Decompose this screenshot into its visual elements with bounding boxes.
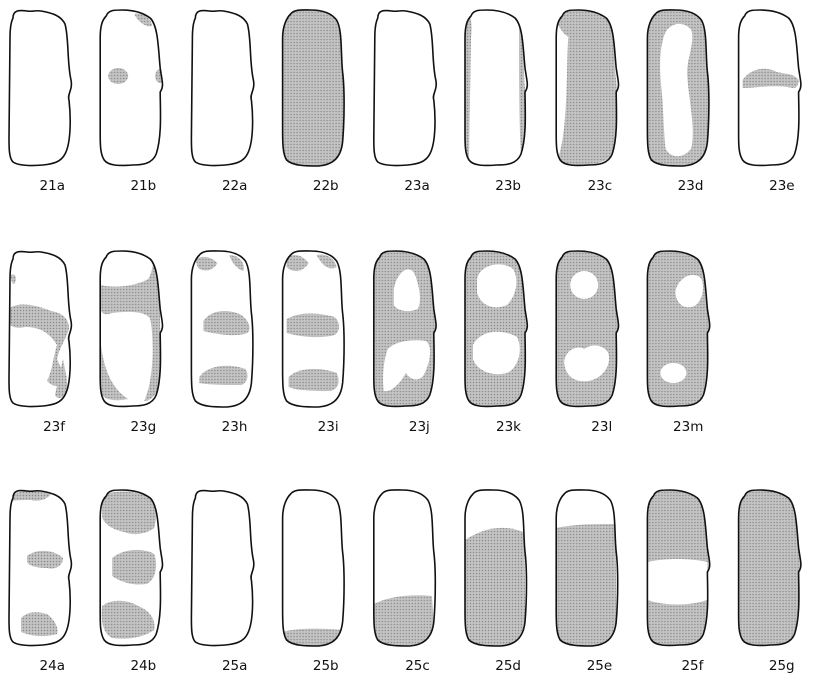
flake-23i: 23i xyxy=(283,251,345,435)
flake-label: 25e xyxy=(587,658,612,674)
flake-label: 25b xyxy=(313,658,339,674)
flake-25d: 25d xyxy=(465,490,527,674)
flake-shading xyxy=(279,6,349,170)
flake-body xyxy=(465,10,527,165)
flake-23e: 23e xyxy=(739,10,801,194)
flake-shading xyxy=(374,595,433,646)
flake-group: 21a 21b 22a 22b 23a 23b 23c 23d 23e 23f 23g 23h 23i 2… xyxy=(9,6,805,674)
flake-23j: 23j xyxy=(370,247,440,435)
flake-23f: 23f xyxy=(9,252,71,435)
flake-23c: 23c xyxy=(556,10,618,194)
flake-23a: 23a xyxy=(374,11,436,194)
flake-label: 23a xyxy=(404,178,429,194)
flake-23d: 23d xyxy=(643,6,713,194)
flake-body xyxy=(100,10,162,165)
flake-label: 23f xyxy=(43,419,66,435)
flake-label: 23i xyxy=(318,419,339,435)
flake-shading xyxy=(556,524,616,646)
flake-body xyxy=(283,490,345,646)
flake-body xyxy=(9,11,71,166)
flake-label: 23c xyxy=(588,178,613,194)
flake-25g: 25g xyxy=(735,486,805,674)
flake-label: 23h xyxy=(222,419,248,435)
flake-label: 25a xyxy=(222,658,247,674)
flake-shading xyxy=(643,6,713,170)
flake-label: 22b xyxy=(313,178,339,194)
flake-label: 23g xyxy=(130,419,156,435)
flake-23k: 23k xyxy=(461,247,531,435)
flake-label: 23b xyxy=(495,178,521,194)
flake-body xyxy=(191,491,253,646)
flake-label: 23d xyxy=(678,178,704,194)
flake-label: 21a xyxy=(40,178,65,194)
flake-24b: 24b xyxy=(100,490,162,674)
flake-24a: 24a xyxy=(9,491,71,674)
flake-label: 25d xyxy=(495,658,521,674)
flake-22b: 22b xyxy=(279,6,349,194)
flake-23l: 23l xyxy=(552,247,622,435)
flake-22a: 22a xyxy=(191,11,253,194)
flake-label: 25g xyxy=(769,658,795,674)
flake-body xyxy=(374,11,436,166)
flake-label: 24b xyxy=(130,658,156,674)
flake-23m: 23m xyxy=(643,247,713,435)
flake-23h: 23h xyxy=(191,251,253,435)
flake-body xyxy=(191,11,253,166)
flake-25a: 25a xyxy=(191,491,253,674)
flake-label: 23k xyxy=(496,419,521,435)
flake-label: 23j xyxy=(409,419,430,435)
flake-25f: 25f xyxy=(643,486,713,674)
flake-label: 25f xyxy=(681,658,704,674)
flake-label: 24a xyxy=(40,658,65,674)
flake-23b: 23b xyxy=(465,10,527,194)
flake-25c: 25c xyxy=(374,490,436,674)
flake-label: 23l xyxy=(591,419,612,435)
flake-21a: 21a xyxy=(9,11,71,194)
flake-label: 23e xyxy=(769,178,794,194)
flake-label: 25c xyxy=(405,658,430,674)
flake-label: 23m xyxy=(673,419,703,435)
flake-23g: 23g xyxy=(100,251,162,435)
flake-21b: 21b xyxy=(100,10,165,194)
flake-shading xyxy=(465,528,525,646)
flake-label: 21b xyxy=(130,178,156,194)
flake-25e: 25e xyxy=(556,490,618,674)
flake-25b: 25b xyxy=(283,490,345,674)
flake-label: 22a xyxy=(222,178,247,194)
